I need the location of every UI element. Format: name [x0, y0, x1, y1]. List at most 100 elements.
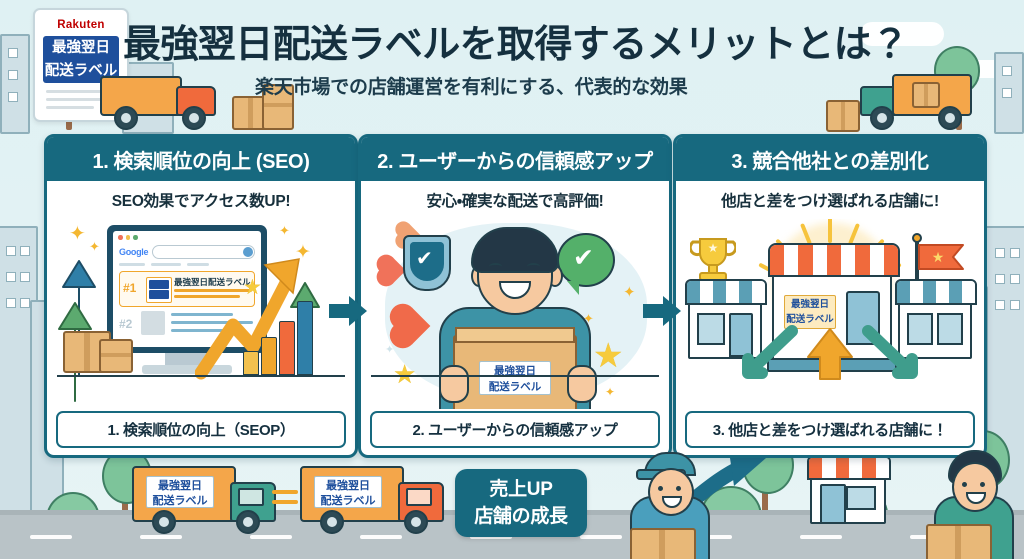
delivery-person [626, 450, 710, 559]
result-line-2 [174, 295, 240, 298]
customer-eye-right [980, 482, 985, 487]
card-1-header: 1. 検索順位の向上 (SEO) [47, 137, 355, 181]
package-card1-b [99, 339, 133, 373]
result-title: 最強翌日配送ラベル [174, 277, 251, 287]
badge-label-line2: 配送ラベル [44, 63, 118, 79]
tab-line-3 [187, 263, 209, 266]
sparkle-icon-b: ✦ [89, 239, 100, 254]
result-pill-line1: 売上UP [489, 479, 553, 500]
benefit-card-3[interactable]: 3. 競合他社との差別化 他店と差をつけ選ばれる店舗に! [673, 134, 987, 458]
result-2-line-2 [171, 321, 253, 324]
delivery-person-eye-left [658, 486, 663, 491]
truck-bottom-left: 最強翌日 配送ラベル [132, 466, 282, 540]
card-1-illustration: ✦ ✦ ✦ ✦ [47, 219, 355, 409]
customer-smile [966, 492, 986, 504]
result-pill: 売上UP 店舗の成長 [455, 469, 587, 537]
card-2-header: 2. ユーザーからの信頼感アップ [361, 137, 669, 181]
competitor-right-awning [895, 279, 977, 305]
building-header-left [0, 34, 30, 134]
bottom-shop-door [820, 484, 846, 524]
truck-left-label: 最強翌日 配送ラベル [146, 476, 214, 508]
sparkle-icon-card2-c: ✦ [605, 385, 616, 399]
badge-label: 最強翌日 配送ラベル [43, 36, 119, 83]
card-3-header: 3. 競合他社との差別化 [676, 137, 984, 181]
badge-label-line1: 最強翌日 [52, 40, 110, 56]
truck-right-label-line1: 最強翌日 [326, 480, 370, 492]
bubble-check-glyph: ✔ [573, 244, 594, 272]
person-hand-right [567, 365, 597, 403]
benefit-card-2[interactable]: 2. ユーザーからの信頼感アップ 安心・確実な配送で高評価! [358, 134, 672, 458]
growth-arrow-icon [195, 258, 300, 380]
badge-text-line-3 [46, 106, 94, 109]
card-1-subhead: SEO効果でアクセス数UP! [47, 181, 355, 219]
star-icon-card2-left: ★ [393, 361, 416, 387]
approval-bubble-icon: ✔ [557, 233, 615, 295]
card-2-header-text: 2. ユーザーからの信頼感アップ [377, 150, 653, 173]
card-2-illustration: ✔ ✔ ★ ★ ✦ ✦ ✦ ✦ [361, 219, 669, 409]
customer-eye-left [962, 482, 967, 487]
bar-chart-col-2 [261, 337, 277, 375]
result-pill-line2: 店舗の成長 [474, 506, 568, 527]
customer-person [926, 448, 1016, 559]
flow-arrow-1 [327, 294, 369, 328]
search-result-second[interactable]: #2 [119, 311, 255, 341]
star-icon-card1: ★ [243, 276, 262, 299]
page-title: 最強翌日配送ラベルを取得するメリットとは？ [123, 24, 909, 66]
differentiation-arrows-icon [742, 325, 918, 380]
featured-shop-awning [768, 243, 900, 277]
search-result-first[interactable]: #1 最強翌日配送ラベル [119, 271, 255, 307]
bottom-shop-window [846, 486, 876, 510]
person-eye-left [489, 263, 502, 270]
svg-text:★: ★ [708, 241, 719, 255]
monitor-base [142, 365, 232, 374]
card-3-header-text: 3. 競合他社との差別化 [731, 150, 929, 173]
delivery-person-head [648, 468, 694, 516]
featured-shop-sign: 最強翌日 配送ラベル [784, 295, 836, 329]
cloud-2 [860, 22, 944, 46]
competitor-shop-right [895, 279, 977, 359]
benefit-cards: 1. 検索順位の向上 (SEO) SEO効果でアクセス数UP! ✦ ✦ ✦ ✦ [0, 134, 1024, 458]
delivery-person-smile [662, 496, 682, 508]
bottom-scene: 最強翌日 配送ラベル 最強翌日 配送ラベル [0, 456, 1024, 559]
box-shipping-label: 最強翌日 配送ラベル [479, 361, 551, 395]
up-arrow-blue-icon [62, 260, 96, 376]
search-icon[interactable] [243, 247, 253, 257]
shield-check-icon: ✔ [403, 235, 451, 291]
card-3-caption: 3. 他店と差をつけ選ばれる店舗に！ [685, 411, 975, 448]
box-tape-top [455, 327, 575, 343]
sparkle-icon-c: ✦ [279, 223, 290, 238]
card-2-caption: 2. ユーザーからの信頼感アップ [370, 411, 660, 448]
svg-text:★: ★ [932, 249, 945, 265]
road-dash-7 [690, 535, 732, 539]
benefit-card-1[interactable]: 1. 検索順位の向上 (SEO) SEO効果でアクセス数UP! ✦ ✦ ✦ ✦ [44, 134, 358, 458]
truck-left-label-line1: 最強翌日 [158, 480, 202, 492]
window-dots [118, 235, 138, 240]
building-header-right [994, 52, 1024, 134]
star-icon-card2-right: ★ [593, 337, 624, 375]
truck-header-right [860, 74, 990, 130]
flow-arrow-2 [641, 294, 683, 328]
rakuten-label-badge: Rakuten 最強翌日 配送ラベル [33, 8, 129, 122]
shield-inner [410, 242, 444, 281]
card-2-subhead: 安心・確実な配送で高評価! [361, 181, 669, 219]
box-label-line1: 最強翌日 [494, 365, 536, 377]
thumb-label-line2 [149, 290, 169, 299]
competitor-right-window-b [937, 313, 963, 345]
shop-sign-line2: 配送ラベル [786, 314, 834, 325]
road-dash-6 [580, 535, 622, 539]
search-bar-row: Google [119, 245, 255, 259]
road-dash-8 [800, 535, 842, 539]
card-3-subhead-text: 他店と差をつけ選ばれる店舗に! [721, 193, 939, 210]
competitor-left-awning [685, 279, 767, 305]
card-3-illustration: ★ ★ [676, 219, 984, 409]
page-subtitle: 楽天市場での店舗運営を有利にする、代表的な効果 [255, 77, 688, 98]
customer-package [926, 524, 992, 559]
truck-right-label-line2: 配送ラベル [320, 495, 376, 507]
search-input[interactable] [152, 245, 255, 259]
road-dash-5 [470, 535, 512, 539]
tab-line-1 [119, 263, 145, 266]
card-1-caption: 1. 検索順位の向上（SEOP） [56, 411, 346, 448]
tree-trunk-b2 [762, 474, 768, 516]
truck-right-window [406, 488, 432, 506]
delivery-person-eye-right [676, 486, 681, 491]
